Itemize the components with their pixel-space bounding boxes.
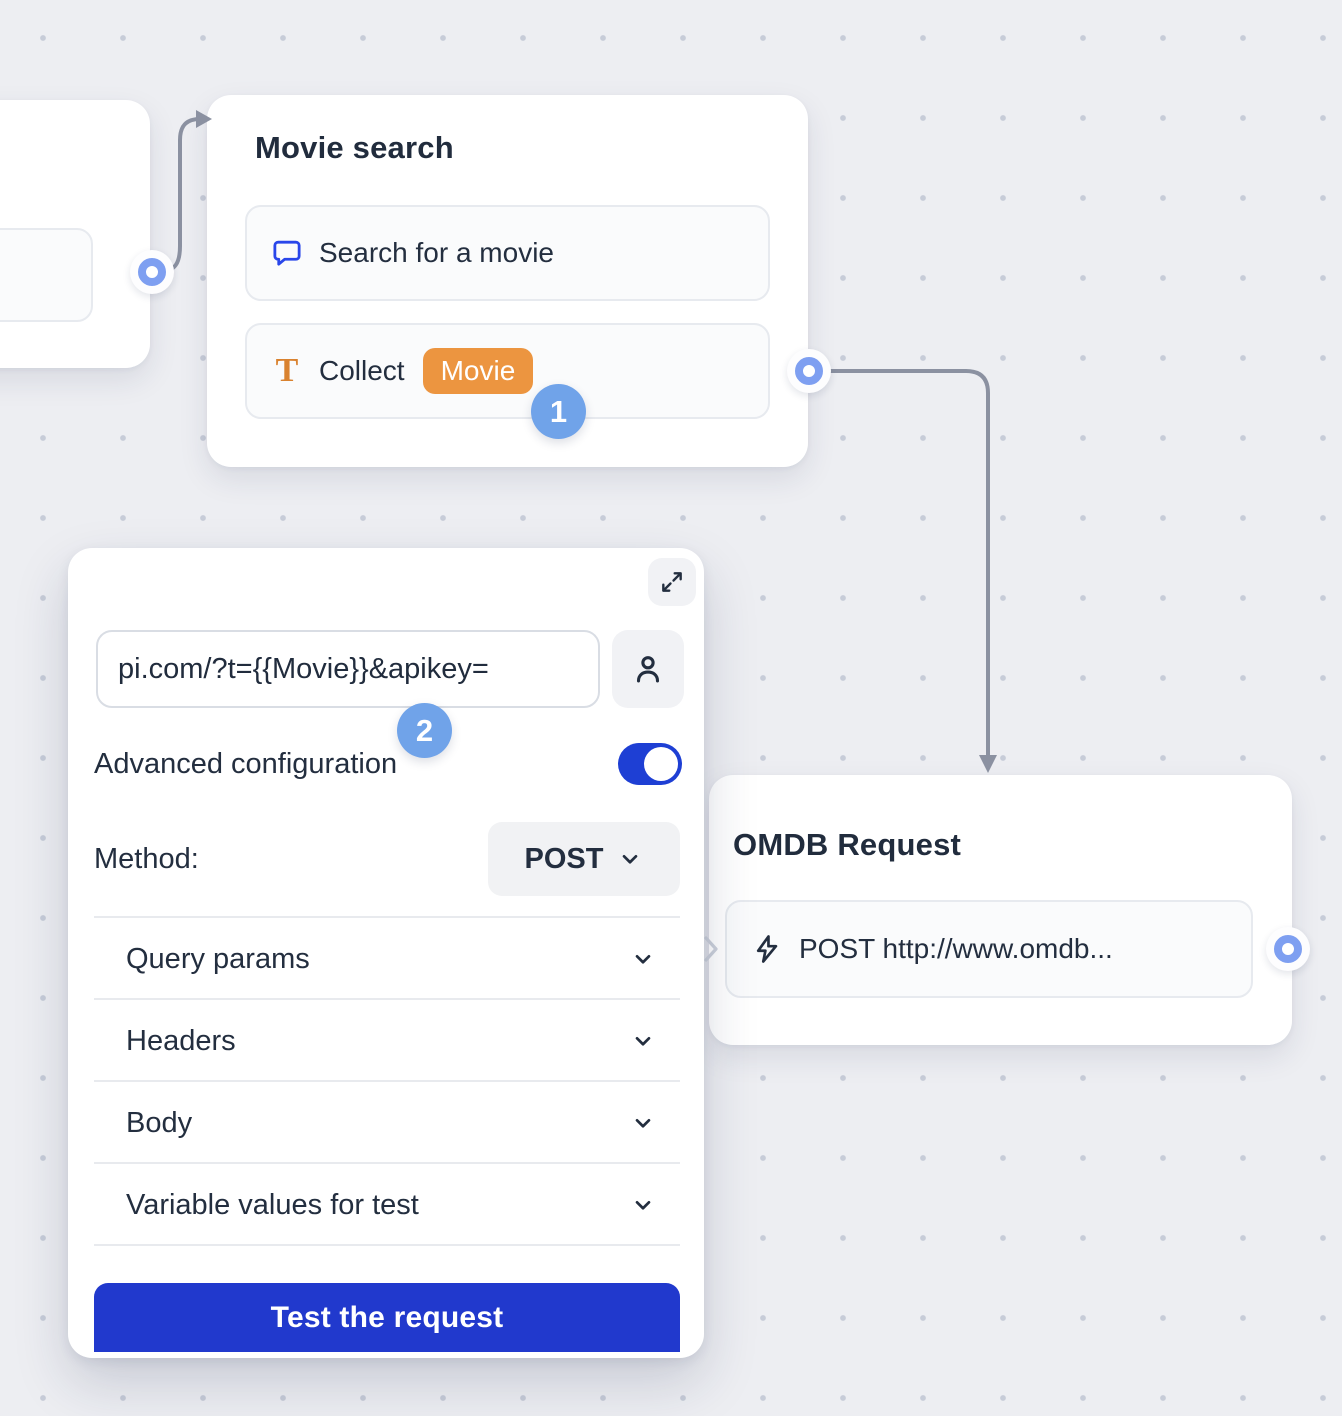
method-row: Method: POST (94, 822, 680, 896)
url-input-value: pi.com/?t={{Movie}}&apikey= (118, 652, 489, 685)
expand-button[interactable] (648, 558, 696, 606)
expand-icon (659, 569, 685, 595)
method-label: Method: (94, 842, 199, 875)
node-title: OMDB Request (733, 827, 962, 862)
toggle-knob (644, 747, 678, 781)
section-headers[interactable]: Headers (94, 1000, 680, 1082)
section-body[interactable]: Body (94, 1082, 680, 1164)
chevron-down-icon (630, 1192, 656, 1218)
advanced-configuration-row: Advanced configuration (94, 731, 682, 797)
divider (94, 1162, 680, 1164)
method-value: POST (524, 842, 604, 875)
method-select[interactable]: POST (488, 822, 680, 896)
port-ring (1274, 935, 1302, 963)
advanced-configuration-label: Advanced configuration (94, 747, 398, 780)
section-label: Query params (126, 942, 310, 975)
step-badge-2: 2 (397, 703, 452, 758)
port-ring (795, 357, 823, 385)
output-port[interactable] (130, 250, 174, 294)
connector-left-to-movie-search (157, 117, 201, 274)
test-request-button[interactable]: Test the request (94, 1283, 680, 1352)
divider (94, 1244, 680, 1246)
webhook-block-label: POST http://www.omdb... (799, 933, 1113, 964)
output-port[interactable] (1266, 927, 1310, 971)
output-port[interactable] (787, 349, 831, 393)
divider (94, 998, 680, 1000)
chevron-down-icon (630, 946, 656, 972)
webhook-block[interactable]: POST http://www.omdb... (725, 900, 1253, 998)
collect-block[interactable]: T Collect Movie (245, 323, 770, 419)
chevron-down-icon (630, 1110, 656, 1136)
section-query-params[interactable]: Query params (94, 918, 680, 1000)
variable-chip-movie[interactable]: Movie (422, 347, 534, 395)
url-input[interactable]: pi.com/?t={{Movie}}&apikey= (96, 630, 600, 708)
divider (94, 1080, 680, 1082)
connector-arrowhead-down (979, 755, 997, 773)
advanced-configuration-toggle[interactable] (618, 743, 682, 785)
port-ring (138, 258, 166, 286)
lightning-icon (751, 933, 783, 965)
partial-node-item[interactable] (0, 228, 93, 322)
section-variable-values[interactable]: Variable values for test (94, 1164, 680, 1246)
chevron-down-icon (617, 846, 643, 872)
collect-block-label: Collect (319, 355, 405, 386)
message-block-label: Search for a movie (319, 237, 554, 268)
chevron-down-icon (630, 1028, 656, 1054)
node-title: Movie search (255, 130, 454, 165)
text-input-icon: T (275, 352, 299, 389)
section-label: Variable values for test (126, 1188, 419, 1221)
connector-movie-search-to-omdb (827, 369, 990, 757)
message-block[interactable]: Search for a movie (245, 205, 770, 301)
step-badge-1: 1 (531, 384, 586, 439)
section-label: Body (126, 1106, 193, 1139)
movie-search-node[interactable]: Movie search Search for a movie T Collec… (207, 95, 808, 467)
divider (94, 916, 680, 918)
request-editor-panel: pi.com/?t={{Movie}}&apikey= Advanced con… (68, 548, 704, 1358)
person-icon (631, 652, 665, 686)
partial-node-card[interactable] (0, 100, 150, 368)
chat-bubble-icon (271, 237, 303, 269)
omdb-request-node[interactable]: OMDB Request POST http://www.omdb... (704, 775, 1292, 1045)
input-port-chevron-icon (703, 935, 721, 963)
section-label: Headers (126, 1024, 236, 1057)
variables-button[interactable] (612, 630, 684, 708)
